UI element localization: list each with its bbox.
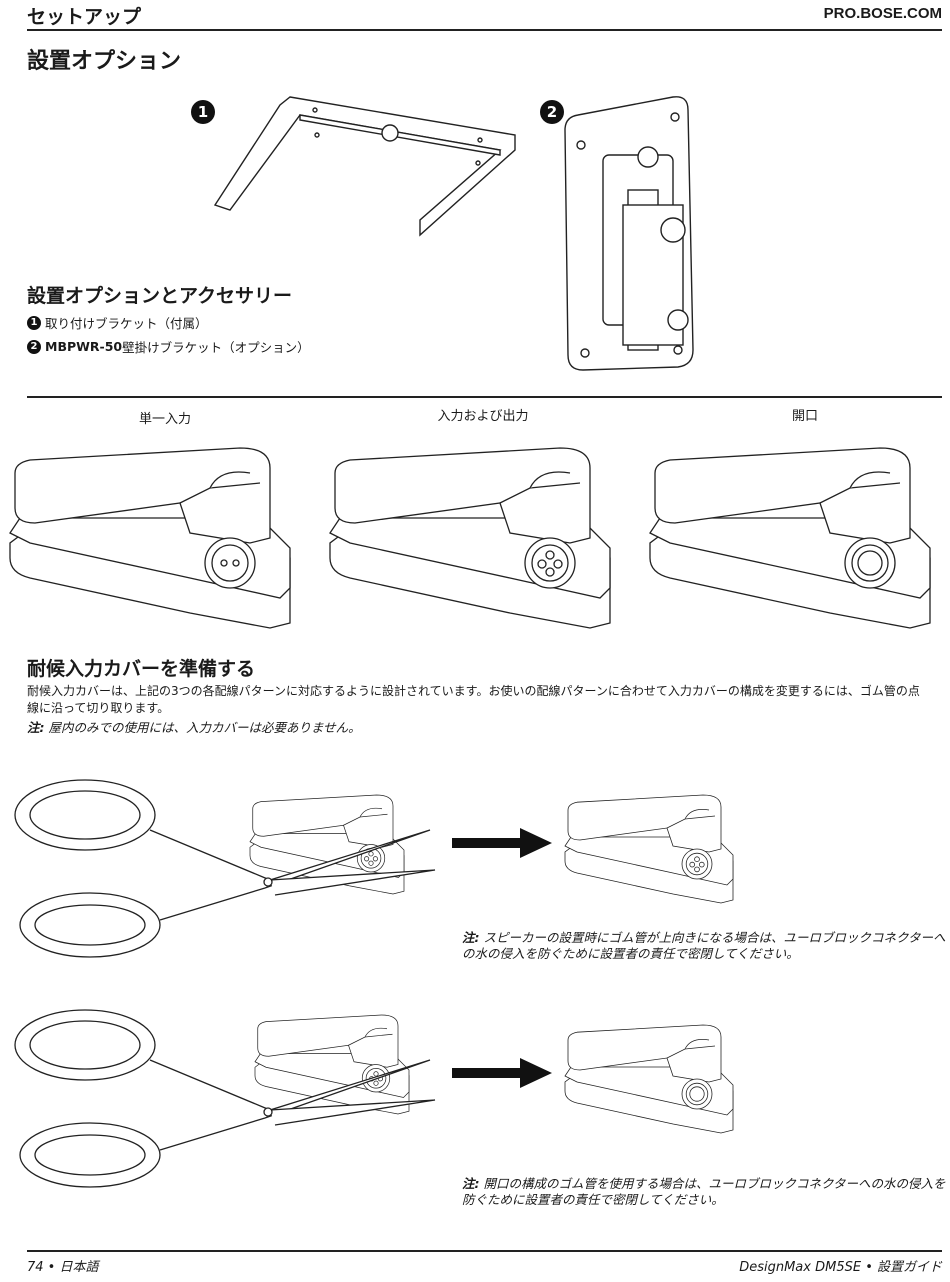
cover-being-cut-2	[254, 1014, 410, 1115]
cover-heading: 耐候入力カバーを準備する	[27, 658, 256, 680]
accessory-model: MBPWR-50	[45, 339, 123, 354]
step-1-note: 注: スピーカーの設置時にゴム管が上向きになる場合は、ユーロブロックコネクターへ…	[462, 930, 946, 961]
site-url: PRO.BOSE.COM	[823, 5, 942, 22]
cover-result-1	[564, 794, 734, 904]
callout-1: 1	[191, 100, 215, 124]
accessory-item-1: 1 取り付けブラケット（付属）	[27, 313, 208, 332]
config-label-single: 単一入力	[138, 412, 191, 427]
page-title: 設置オプション	[27, 49, 182, 74]
accessories-heading: 設置オプションとアクセサリー	[27, 285, 293, 307]
scissors-icon	[14, 779, 436, 958]
document-title: DesignMax DM5SE • 設置ガイド	[739, 1260, 942, 1275]
scissors-icon	[14, 1009, 436, 1188]
step-2-note: 注: 開口の構成のゴム管を使用する場合は、ユーロブロックコネクターへの水の侵入を…	[462, 1176, 946, 1207]
number-badge: 2	[27, 339, 41, 354]
wall-bracket-illustration	[564, 96, 694, 371]
section-divider	[27, 396, 942, 398]
cutting-steps-illustration	[14, 779, 734, 1188]
config-label-in-out: 入力および出力	[437, 409, 529, 424]
header-rule	[27, 29, 942, 31]
cover-note: 注: 屋内のみでの使用には、入力カバーは必要ありません。	[27, 720, 361, 735]
callout-2: 2	[540, 100, 564, 124]
number-badge: 1	[27, 315, 41, 330]
arrow-icon	[452, 1058, 552, 1088]
page-number: 74 • 日本語	[27, 1260, 99, 1275]
footer-rule	[27, 1250, 942, 1252]
arrow-icon	[452, 828, 552, 858]
mounting-bracket-illustration	[213, 96, 516, 237]
cover-body: 耐候入力カバーは、上記の3つの各配線パターンに対応するように設計されています。お…	[27, 684, 920, 715]
cover-input-output	[329, 447, 611, 629]
cover-single-input	[9, 447, 291, 629]
config-label-open: 開口	[791, 409, 818, 424]
cover-open	[649, 447, 931, 629]
input-covers-illustration	[9, 447, 931, 629]
accessory-text: 取り付けブラケット（付属）	[45, 316, 208, 331]
cover-result-2	[564, 1024, 734, 1134]
accessory-text: 壁掛けブラケット（オプション）	[122, 340, 310, 355]
section-title: セットアップ	[27, 6, 142, 28]
